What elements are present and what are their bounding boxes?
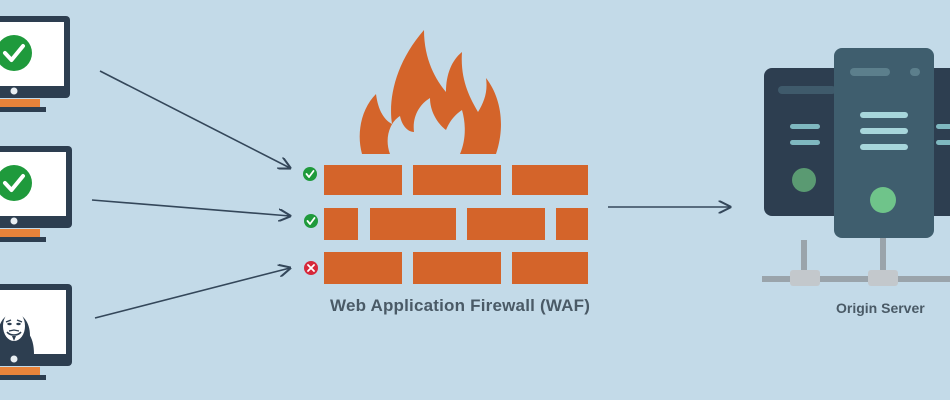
request-arrow-3 xyxy=(94,268,290,319)
anonymous-mask-icon xyxy=(0,311,34,354)
blocked-status-icon xyxy=(304,261,318,275)
check-badge-icon xyxy=(0,165,32,201)
client-monitor-2 xyxy=(0,146,72,242)
client-monitor-1 xyxy=(0,16,70,112)
brick-wall xyxy=(324,165,588,284)
request-arrow-2 xyxy=(91,199,290,216)
waf-label: Web Application Firewall (WAF) xyxy=(330,296,591,315)
origin-server-icon xyxy=(762,48,950,286)
request-arrow-1 xyxy=(99,70,290,168)
origin-server-label: Origin Server xyxy=(836,300,925,316)
allowed-status-icon xyxy=(303,167,317,181)
flame-icon xyxy=(359,30,501,154)
check-badge-icon xyxy=(0,35,32,71)
allowed-status-icon xyxy=(304,214,318,228)
client-monitor-3 xyxy=(0,284,72,380)
